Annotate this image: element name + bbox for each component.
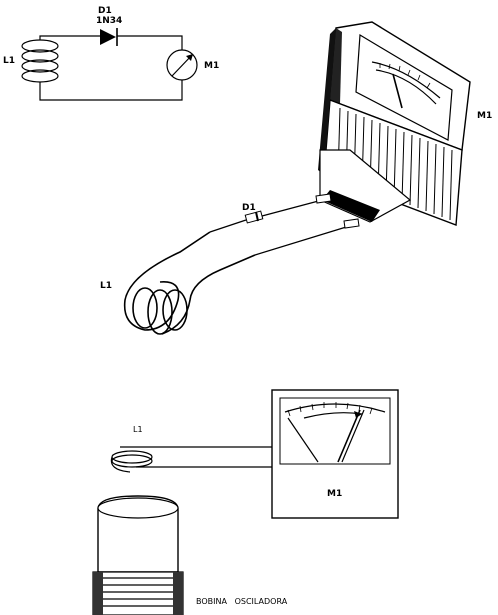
- pictorial-diode-d1: [209, 210, 264, 233]
- pictorial-coil-ref: L1: [100, 281, 112, 291]
- test-coil-l1: [110, 446, 272, 473]
- schematic-coil-ref: L1: [3, 56, 15, 66]
- pictorial-assembly: D1 L1 M1: [100, 21, 492, 335]
- oscillator-coil-label: BOBINA OSCILADORA: [196, 597, 288, 606]
- test-meter-ref: M1: [327, 489, 342, 499]
- pictorial-coil-l1: [123, 231, 256, 335]
- schematic: D1 1N34 L1 M1: [3, 6, 219, 101]
- schematic-meter-ref: M1: [204, 61, 219, 71]
- schematic-diode-ref: D1: [98, 6, 112, 16]
- test-meter-m1: [271, 389, 399, 519]
- schematic-diode-d1: [100, 28, 183, 50]
- test-setup: M1 L1 BOBINA OSCILADORA: [92, 389, 399, 615]
- pictorial-diode-ref: D1: [242, 203, 256, 213]
- schematic-meter-m1: [166, 49, 198, 81]
- pictorial-leads: [254, 193, 360, 256]
- schematic-diode-part: 1N34: [96, 16, 122, 26]
- schematic-coil-l1: [21, 35, 183, 101]
- oscillator-coil: [92, 495, 184, 615]
- pictorial-meter-ref: M1: [477, 111, 492, 121]
- pictorial-meter: [318, 21, 471, 226]
- test-coil-ref: L1: [133, 425, 143, 434]
